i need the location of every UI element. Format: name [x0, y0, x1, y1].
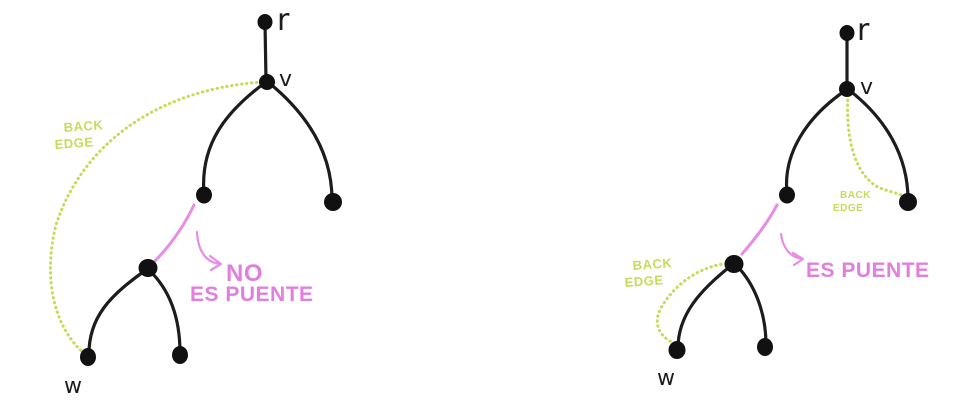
right-edge-v-b — [847, 88, 910, 202]
left-verdict-es-puente: ES PUENTE — [190, 283, 314, 306]
left-back-edge-label-2: EDGE — [54, 134, 94, 152]
left-back-edge-label-1: BACK — [63, 117, 104, 135]
right-back-edge-bottom-label-2: EDGE — [624, 272, 664, 290]
left-edge-v-a — [201, 80, 268, 196]
right-back-edge-bottom — [655, 261, 733, 345]
left-node-b — [324, 193, 342, 211]
right-node-d — [757, 338, 773, 356]
right-label-v: v — [860, 75, 873, 100]
left-bridge-edge — [151, 203, 196, 265]
right-edge-c-d — [734, 263, 768, 347]
right-edge-v-a — [784, 88, 848, 195]
right-node-r — [839, 25, 855, 41]
left-edge-c-d — [147, 268, 182, 355]
left-tree: r v w BACK EDGE NO ES PUENTE — [48, 3, 342, 399]
left-edge-r-v — [263, 20, 268, 82]
left-edge-v-b — [266, 80, 334, 202]
left-node-v — [259, 74, 275, 90]
left-edge-c-w — [87, 268, 148, 358]
right-label-w: w — [657, 366, 675, 391]
left-label-v: v — [279, 67, 292, 92]
right-back-edge-top-label-2: EDGE — [833, 203, 863, 214]
left-node-r — [257, 14, 273, 30]
right-label-r: r — [857, 13, 870, 48]
right-node-w — [668, 341, 686, 359]
left-bridge-arrow — [195, 230, 223, 272]
right-edge-c-w — [676, 263, 734, 350]
left-node-c — [138, 259, 158, 277]
right-back-edge-top-label-1: BACK — [840, 190, 871, 201]
right-back-edge-top — [846, 93, 908, 200]
right-node-a — [779, 186, 795, 204]
left-label-w: w — [64, 374, 82, 399]
right-verdict-es-puente: ES PUENTE — [806, 259, 930, 282]
right-bridge-edge — [740, 203, 779, 256]
right-node-b — [899, 193, 917, 211]
right-node-c — [724, 255, 744, 273]
left-node-w — [80, 348, 96, 366]
left-verdict-no: NO — [226, 260, 263, 287]
right-bridge-arrow — [779, 232, 805, 267]
right-tree: r v w BACK EDGE BACK EDGE ES PUENTE — [624, 13, 929, 391]
right-back-edge-bottom-label-1: BACK — [632, 255, 673, 273]
left-back-edge — [48, 80, 264, 357]
left-label-r: r — [277, 3, 290, 38]
right-node-v — [839, 81, 855, 97]
left-node-d — [172, 346, 188, 364]
left-node-a — [196, 186, 212, 204]
